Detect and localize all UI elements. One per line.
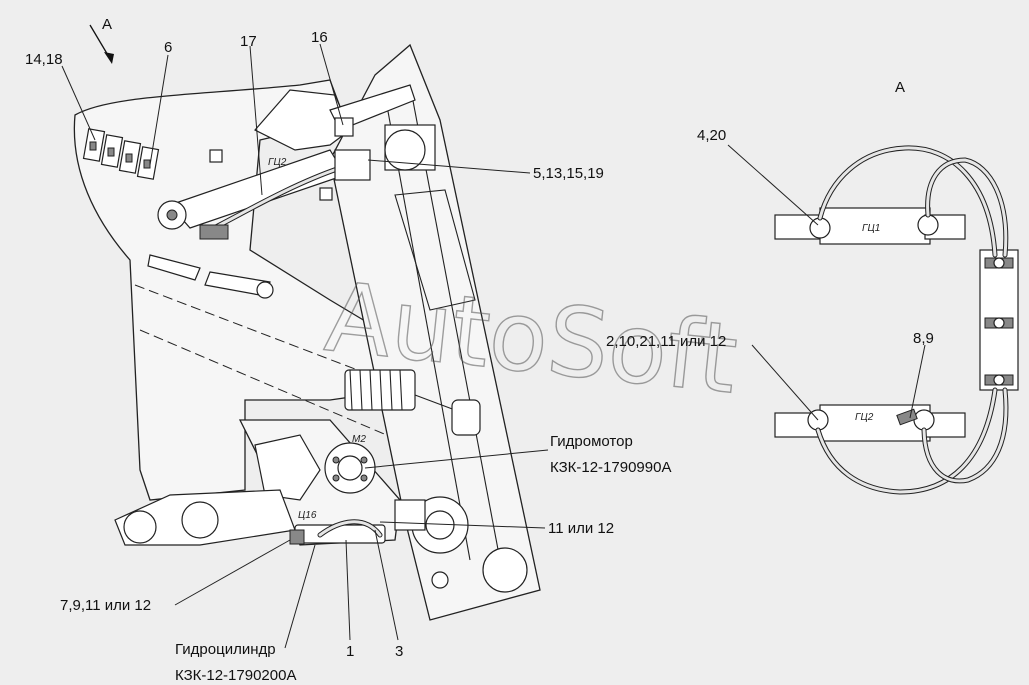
lower-block <box>394 499 426 531</box>
view-marker-a: А <box>102 16 112 33</box>
gc2-fitting-right <box>913 409 935 431</box>
callout-5-13-15-19: 5,13,15,19 <box>533 165 604 182</box>
column-boom <box>329 43 541 621</box>
motor-title: Гидромотор <box>550 433 633 450</box>
callout-1: 1 <box>346 643 354 660</box>
callout-8-9: 8,9 <box>913 330 934 347</box>
clamp-block-14-18 <box>82 128 160 180</box>
callout-16: 16 <box>311 29 328 46</box>
fitting-16 <box>334 117 354 137</box>
detail-view-a: ГЦ1 ГЦ2 <box>774 145 1019 495</box>
callout-3: 3 <box>395 643 403 660</box>
dashed-line-lower <box>139 329 411 446</box>
callout-11-12: 11 или 12 <box>548 520 614 537</box>
bottom-lever-hole-1 <box>123 510 157 544</box>
gc2-tag-main: ГЦ2 <box>268 157 287 168</box>
small-plate-1 <box>209 149 223 163</box>
bottom-cutout <box>254 434 321 501</box>
detail-view-title: А <box>895 79 905 96</box>
callout-7-9-11-12: 7,9,11 или 12 <box>60 597 151 614</box>
cylinder-code: КЗК-12-1790200А <box>175 667 296 684</box>
motor-tag: М2 <box>352 434 366 445</box>
spring-coils <box>349 369 403 411</box>
callout-2-10-21: 2,10,21,11 или 12 <box>606 333 726 350</box>
fitting-17 <box>199 224 229 240</box>
lever-rod <box>147 254 201 281</box>
fitting-7-9 <box>289 529 305 545</box>
lever-pin <box>256 281 274 299</box>
hydraulic-motor-hub <box>337 455 363 481</box>
lower-pulley-2 <box>482 547 528 593</box>
callout-labels: А 14,18 6 17 16 5,13,15,19 А 4,20 2,10,2… <box>25 16 934 684</box>
column-slot <box>394 189 476 311</box>
callout-17: 17 <box>240 33 257 50</box>
column-edge-1 <box>384 94 471 561</box>
column-pivot <box>384 129 426 171</box>
main-assembly: ГЦ2 М2 Ц16 <box>73 24 541 621</box>
spring-assembly <box>344 369 481 436</box>
callout-14-18: 14,18 <box>25 51 63 68</box>
cylinder-eye-pin <box>166 209 178 221</box>
cylinder-tag: Ц16 <box>298 510 317 521</box>
gc2-fitting-8-9 <box>896 408 918 426</box>
cylinder-title: Гидроцилиндр <box>175 641 276 658</box>
small-plate-2 <box>319 187 333 201</box>
fitting-5-13 <box>334 149 371 181</box>
spring-rod <box>414 394 456 411</box>
leader-lines <box>61 43 926 649</box>
spring-end <box>451 399 481 436</box>
gc2-tag: ГЦ2 <box>855 412 874 423</box>
gc1-tag: ГЦ1 <box>862 223 880 234</box>
callout-4-20: 4,20 <box>697 127 726 144</box>
bottom-lever-hole-2 <box>181 501 219 539</box>
callout-6: 6 <box>164 39 172 56</box>
motor-code: КЗК-12-1790990А <box>550 459 671 476</box>
lower-bolt <box>431 571 449 589</box>
view-arrow-head <box>104 52 114 64</box>
gc1-fitting-right <box>917 214 939 236</box>
